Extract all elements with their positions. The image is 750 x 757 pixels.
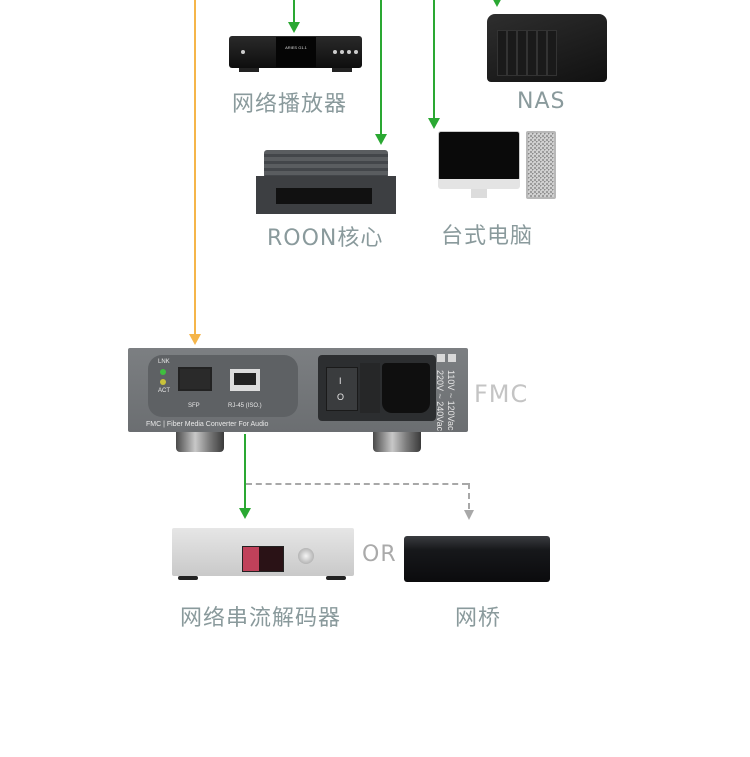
player-button [333,50,337,54]
player-link-line [293,0,295,22]
roon-arrow-icon [375,134,387,145]
lnk-led [160,369,166,375]
player-button [347,50,351,54]
network-player-label: 网络播放器 [232,92,348,117]
dac-display [242,546,284,572]
voltage-indicator [437,354,445,362]
desktop-label: 台式电脑 [441,224,534,249]
player-foot [239,68,259,72]
fuse-holder [360,363,380,413]
dac-foot [326,576,346,580]
imac-image [438,131,520,199]
dac-link-line [244,434,246,508]
nas-label: NAS [517,89,566,114]
fmc-label: FMC [474,380,529,408]
fmc-foot [373,432,421,452]
dac-foot [178,576,198,580]
power-panel: I O [318,355,436,421]
streaming-dac-image [172,528,354,580]
roon-link-line [380,0,382,134]
power-switch: I O [326,367,358,411]
sfp-port [178,367,212,391]
network-player-image: ARIES G1.1 [229,36,362,72]
fiber-line [194,0,196,334]
player-button [340,50,344,54]
player-arrow-icon [288,22,300,33]
fmc-caption: FMC | Fiber Media Converter For Audio [146,421,269,428]
port-panel: LNK ACT SFP RJ-45 (ISO.) [148,355,298,417]
bridge-arrow-icon [464,510,474,520]
dac-arrow-icon [239,508,251,519]
mac-pro-image [526,131,556,199]
roon-core-label: ROON核心 [267,226,384,251]
iec-power-inlet [382,363,430,413]
network-bridge-image [404,536,550,582]
player-button [354,50,358,54]
player-foot [332,68,352,72]
nas-arrow-icon [491,0,503,7]
act-label: ACT [158,388,170,394]
nas-image [487,14,607,82]
streaming-dac-label: 网络串流解码器 [180,606,342,631]
desktop-link-line [433,0,435,118]
act-led [160,379,166,385]
fmc-foot [176,432,224,452]
fiber-arrow-icon [189,334,201,345]
bridge-optional-line-vertical [468,483,470,509]
player-display: ARIES G1.1 [276,37,316,67]
or-text: OR [362,542,397,567]
voltage-text: 110V ~ 120Vac 220V ~ 240Vac [435,370,456,432]
roon-core-image [256,150,396,214]
desktop-arrow-icon [428,118,440,129]
voltage-indicator [448,354,456,362]
sfp-label: SFP [188,403,200,409]
rj45-label: RJ-45 (ISO.) [228,403,262,409]
lnk-label: LNK [158,359,170,365]
fmc-device: LNK ACT SFP RJ-45 (ISO.) FMC | Fiber Med… [128,348,468,432]
rj45-port [230,369,260,391]
bridge-optional-line [246,483,468,485]
player-knob [241,50,245,54]
network-bridge-label: 网桥 [455,606,502,631]
dac-knob [298,548,314,564]
